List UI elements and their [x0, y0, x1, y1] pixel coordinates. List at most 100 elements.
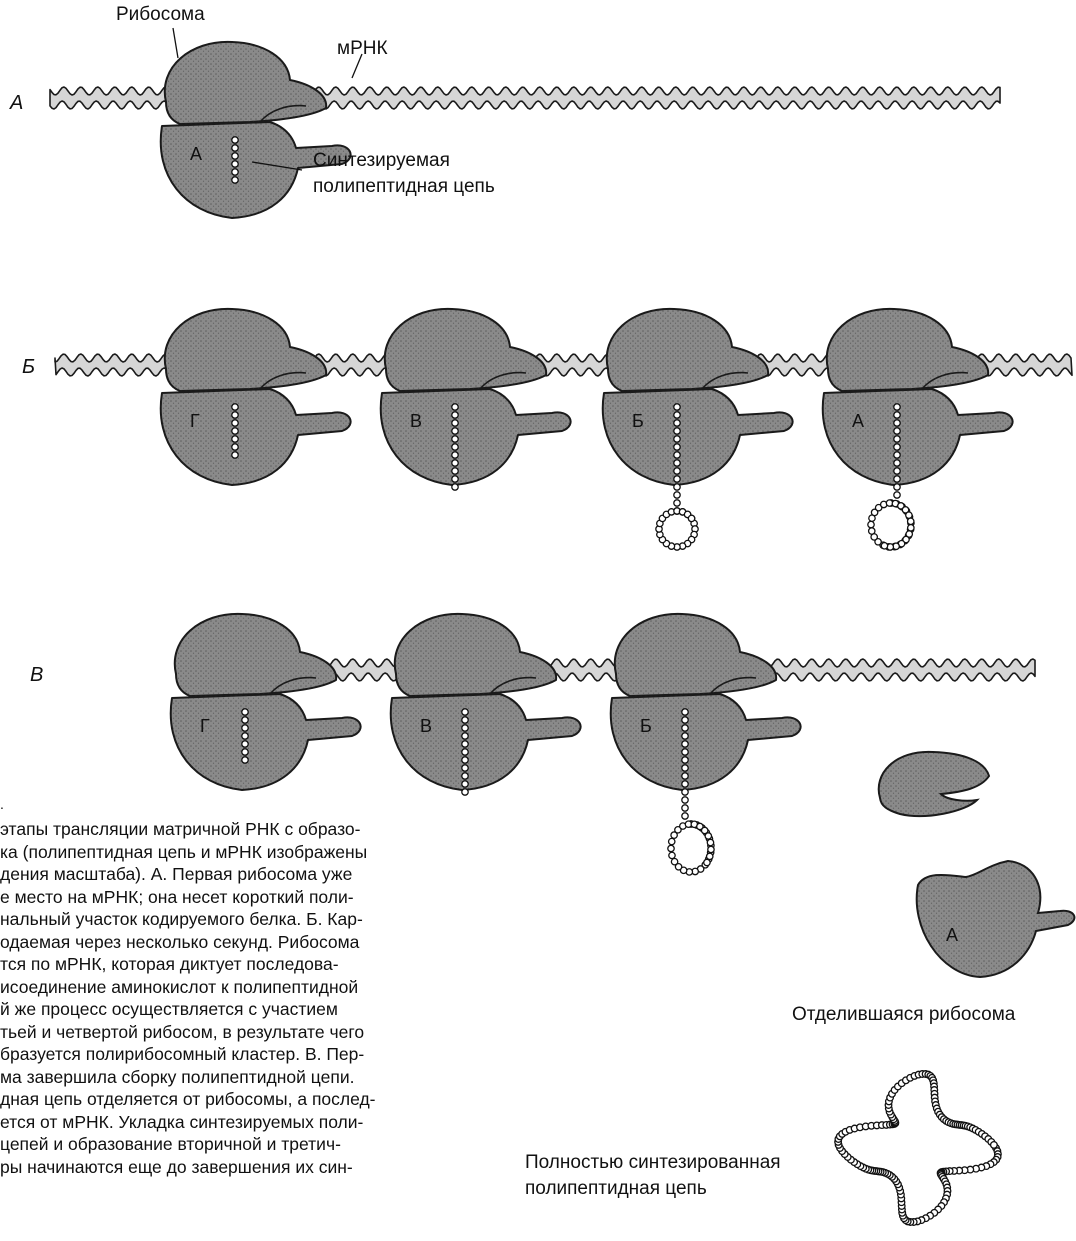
amino-acid-bead: [674, 404, 680, 410]
detached-large-subunit: А: [917, 861, 1075, 977]
ribosome-row-b-2: В: [381, 309, 571, 490]
amino-acid-bead: [462, 757, 468, 763]
mrna-label: мРНК: [337, 38, 388, 60]
caption-line: й же процесс осуществляется с участием: [0, 998, 515, 1021]
amino-acid-bead: [452, 444, 458, 450]
ribosome-leader-line: [173, 28, 178, 58]
amino-acid-bead: [462, 789, 468, 795]
caption-line: одаемая через несколько секунд. Рибосома: [0, 931, 515, 954]
ribosome-letter: Б: [632, 411, 644, 431]
ribosome-letter: Б: [640, 716, 652, 736]
amino-acid-bead: [682, 709, 688, 715]
amino-acid-bead: [242, 757, 248, 763]
amino-acid-bead: [674, 412, 680, 418]
ribosome-letter: В: [410, 411, 422, 431]
amino-acid-bead: [242, 749, 248, 755]
amino-acid-bead: [452, 460, 458, 466]
amino-acid-bead: [452, 436, 458, 442]
amino-acid-bead: [232, 452, 238, 458]
ribosome-row-b-4: А: [823, 309, 1013, 550]
amino-acid-bead: [452, 452, 458, 458]
amino-acid-bead: [242, 709, 248, 715]
caption-line: нальный участок кодируемого белка. Б. Ка…: [0, 908, 515, 931]
ribosome-row-c-3: Б: [611, 614, 801, 875]
ribosome-letter: Г: [200, 716, 210, 736]
amino-acid-bead: [682, 805, 688, 811]
amino-acid-bead: [682, 757, 688, 763]
amino-acid-bead: [894, 428, 900, 434]
amino-acid-bead: [232, 404, 238, 410]
amino-acid-bead: [705, 833, 711, 839]
amino-acid-bead: [707, 853, 713, 859]
amino-acid-bead: [674, 452, 680, 458]
amino-acid-bead: [671, 858, 677, 864]
amino-acid-bead: [452, 468, 458, 474]
figure-caption: этапы трансляции матричной РНК с образо-…: [0, 818, 515, 1178]
ribosome-row-c-1: Г: [171, 614, 361, 790]
amino-acid-bead: [232, 153, 238, 159]
amino-acid-bead: [894, 460, 900, 466]
caption-marker: .: [0, 796, 4, 812]
amino-acid-bead: [232, 436, 238, 442]
amino-acid-bead: [462, 733, 468, 739]
amino-acid-bead: [682, 725, 688, 731]
amino-acid-bead: [894, 484, 900, 490]
amino-acid-bead: [906, 512, 912, 518]
chain-label-line1: Синтезируемая: [313, 150, 450, 172]
caption-line: ка (полипептидная цепь и мРНК изображены: [0, 841, 515, 864]
amino-acid-bead: [242, 733, 248, 739]
amino-acid-bead: [704, 859, 710, 865]
amino-acid-bead: [462, 773, 468, 779]
amino-acid-bead: [868, 521, 874, 527]
amino-acid-bead: [669, 838, 675, 844]
amino-acid-bead: [682, 733, 688, 739]
ribosome-row-c-2: В: [391, 614, 581, 795]
ribosome-letter: Г: [190, 411, 200, 431]
amino-acid-bead: [452, 420, 458, 426]
amino-acid-bead: [232, 137, 238, 143]
amino-acid-bead: [894, 452, 900, 458]
amino-acid-bead: [674, 484, 680, 490]
caption-line: этапы трансляции матричной РНК с образо-: [0, 818, 515, 841]
amino-acid-bead: [894, 468, 900, 474]
ribosome-letter: А: [852, 411, 864, 431]
full-chain-label-line1: Полностью синтезированная: [525, 1152, 781, 1174]
amino-acid-bead: [232, 420, 238, 426]
caption-line: дения масштаба). А. Первая рибосома уже: [0, 863, 515, 886]
amino-acid-bead: [674, 444, 680, 450]
amino-acid-bead: [894, 436, 900, 442]
caption-line: бразуется полирибосомный кластер. В. Пер…: [0, 1043, 515, 1066]
amino-acid-bead: [991, 1142, 998, 1149]
amino-acid-bead: [908, 525, 914, 531]
amino-acid-bead: [674, 428, 680, 434]
amino-acid-bead: [682, 813, 688, 819]
amino-acid-bead: [462, 781, 468, 787]
caption-line: е место на мРНК; она несет короткий поли…: [0, 886, 515, 909]
folded-polypeptide: [835, 1071, 1001, 1226]
amino-acid-bead: [894, 404, 900, 410]
amino-acid-bead: [682, 749, 688, 755]
amino-acid-bead: [242, 725, 248, 731]
amino-acid-bead: [894, 444, 900, 450]
amino-acid-bead: [674, 460, 680, 466]
amino-acid-bead: [708, 846, 714, 852]
chain-label-line2: полипептидная цепь: [313, 176, 495, 198]
amino-acid-bead: [707, 839, 713, 845]
ribosome-row-b-3: Б: [603, 309, 793, 550]
row-label-b: Б: [22, 356, 35, 379]
amino-acid-bead: [232, 177, 238, 183]
caption-line: исоединение аминокислот к полипептидной: [0, 976, 515, 999]
amino-acid-bead: [682, 773, 688, 779]
amino-acid-bead: [674, 476, 680, 482]
caption-line: тся по мРНК, которая диктует последова-: [0, 953, 515, 976]
amino-acid-bead: [894, 476, 900, 482]
amino-acid-bead: [894, 420, 900, 426]
caption-line: цепей и образование вторичной и третич-: [0, 1133, 515, 1156]
amino-acid-bead: [869, 528, 875, 534]
amino-acid-bead: [232, 428, 238, 434]
amino-acid-bead: [462, 741, 468, 747]
amino-acid-bead: [682, 741, 688, 747]
caption-line: тьей и четвертой рибосом, в результате ч…: [0, 1021, 515, 1044]
amino-acid-bead: [452, 412, 458, 418]
amino-acid-bead: [669, 852, 675, 858]
